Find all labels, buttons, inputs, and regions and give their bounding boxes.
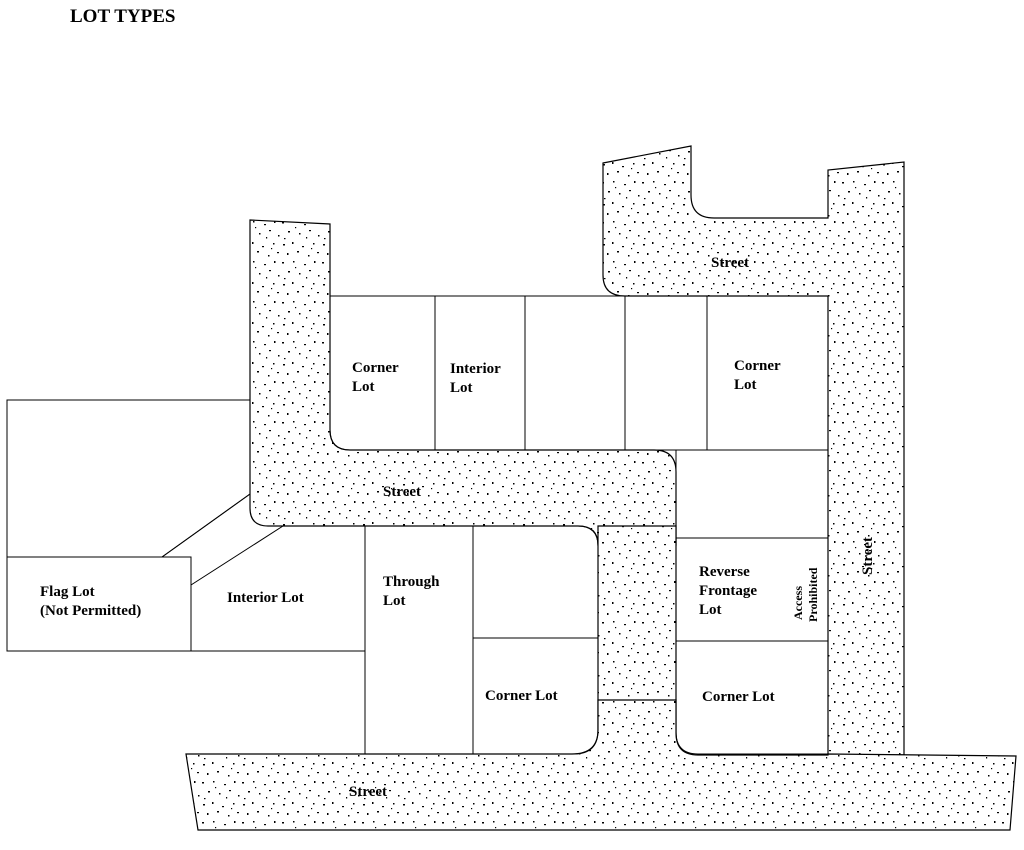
- corner-lot-label-1a: Corner: [352, 360, 399, 376]
- street-label-top: Street: [711, 255, 749, 271]
- flag-lot-pole: [161, 493, 251, 558]
- corner-lot-label-4: Corner Lot: [702, 689, 775, 705]
- diagram-title: LOT TYPES: [70, 6, 176, 27]
- reverse-frontage-label-a: Reverse: [699, 564, 750, 580]
- interior-lot-label-1a: Interior: [450, 361, 501, 377]
- through-lot-label-b: Lot: [383, 593, 406, 609]
- through-lot-label-a: Through: [383, 574, 440, 590]
- interior-lot-label-2: Interior Lot: [227, 590, 304, 606]
- access-prohibited-label-b: Prohibited: [806, 567, 820, 622]
- street-top: [602, 145, 905, 756]
- reverse-frontage-label-c: Lot: [699, 602, 722, 618]
- interior-lot-label-1b: Lot: [450, 380, 473, 396]
- reverse-frontage-label-b: Frontage: [699, 583, 757, 599]
- corner-lot-label-2a: Corner: [734, 358, 781, 374]
- street-label-middle: Street: [383, 484, 421, 500]
- center-block-outline: [364, 525, 599, 755]
- flag-lot-label-a: Flag Lot: [40, 584, 95, 600]
- street-label-right: Street: [860, 537, 876, 575]
- top-block-outline: [329, 295, 829, 451]
- flag-lot-label-b: (Not Permitted): [40, 603, 141, 619]
- corner-lot-label-3: Corner Lot: [485, 688, 558, 704]
- corner-lot-label-1b: Lot: [352, 379, 375, 395]
- flag-lot-base: [6, 556, 192, 652]
- interior-lot-2-outline: [190, 525, 366, 652]
- street-label-bottom: Street: [349, 784, 387, 800]
- corner-lot-label-2b: Lot: [734, 377, 757, 393]
- right-block-outline: [675, 449, 829, 755]
- flag-lot-outline: [6, 399, 251, 558]
- access-prohibited-label-a: Access: [791, 586, 805, 620]
